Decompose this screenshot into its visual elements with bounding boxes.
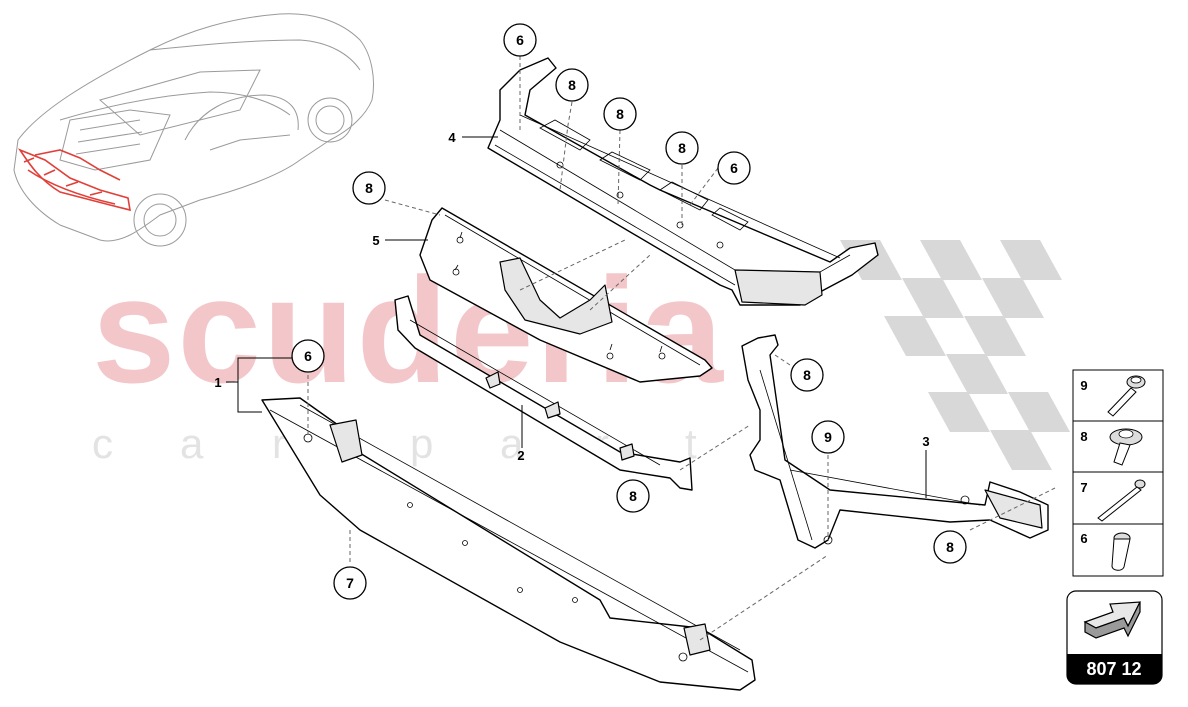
callout-number: 7 (346, 575, 354, 591)
crossbar-part (394, 295, 693, 491)
part-label-3[interactable]: 3 (922, 434, 929, 449)
legend-row[interactable]: 7 (1080, 479, 1146, 522)
watermark-letter: p (410, 420, 433, 467)
car-thumbnail (13, 13, 374, 247)
checker-square (982, 278, 1044, 318)
nav-bar (1067, 654, 1162, 684)
watermark-letter: c (92, 420, 113, 467)
callout-number: 8 (616, 106, 624, 122)
callout-6[interactable]: 6 (291, 339, 325, 373)
callout-9[interactable]: 9 (811, 420, 845, 454)
legend-row[interactable]: 8 (1080, 428, 1143, 466)
callout-8[interactable]: 8 (790, 358, 824, 392)
checker-square (964, 316, 1026, 356)
fastener-legend: 9 8 7 6 (1072, 369, 1164, 577)
part-label-1[interactable]: 1 (214, 375, 221, 390)
callout-8[interactable]: 8 (555, 68, 589, 102)
checker-square (1008, 392, 1070, 432)
legend-number: 6 (1080, 531, 1087, 546)
legend-number: 9 (1080, 378, 1087, 393)
part-labels: 4 5 1 2 3 (214, 130, 929, 463)
mounting-plate-part (419, 207, 713, 383)
callout-number: 8 (629, 488, 637, 504)
callout-number: 8 (568, 77, 576, 93)
watermark-letter: t (685, 420, 697, 467)
leader-lines (226, 136, 927, 498)
sleeve-icon (1111, 532, 1131, 571)
legend-number: 7 (1080, 480, 1087, 495)
page-code: 807 12 (1086, 659, 1141, 679)
callout-7[interactable]: 7 (333, 566, 367, 600)
checker-square (946, 354, 1008, 394)
checker-pattern (840, 240, 1070, 470)
callout-6[interactable]: 6 (717, 151, 751, 185)
callout-number: 8 (803, 367, 811, 383)
legend-row[interactable]: 6 (1080, 531, 1131, 571)
checker-square (884, 316, 946, 356)
callout-8[interactable]: 8 (603, 97, 637, 131)
callout-number: 6 (730, 160, 738, 176)
callout-number: 8 (365, 180, 373, 196)
checker-square (990, 430, 1052, 470)
part-label-4[interactable]: 4 (448, 130, 456, 145)
callout-number: 8 (946, 539, 954, 555)
checker-square (1000, 240, 1062, 280)
callout-number: 9 (824, 429, 832, 445)
checker-square (920, 240, 982, 280)
callout-8[interactable]: 8 (352, 171, 386, 205)
flange-screw-icon (1109, 428, 1143, 466)
part-label-2[interactable]: 2 (517, 448, 524, 463)
callout-number: 6 (304, 348, 312, 364)
callout-8[interactable]: 8 (933, 530, 967, 564)
legend-number: 8 (1080, 429, 1087, 444)
upper-carrier-part (487, 57, 879, 306)
callout-number: 6 (516, 32, 524, 48)
callouts: 6 8 8 8 6 8 6 8 (291, 23, 967, 600)
long-bolt-icon (1097, 479, 1146, 522)
legend-row[interactable]: 9 (1080, 375, 1146, 417)
bolt-washer-icon (1107, 375, 1146, 417)
next-page-button[interactable]: 807 12 (1066, 590, 1163, 685)
watermark-letter: a (500, 420, 524, 467)
next-arrow-icon (1083, 601, 1142, 639)
callout-6[interactable]: 6 (503, 23, 537, 57)
checker-square (902, 278, 964, 318)
guide-lines (307, 56, 1056, 641)
callout-8[interactable]: 8 (616, 479, 650, 513)
watermark-letter: a (180, 420, 204, 467)
part-label-5[interactable]: 5 (372, 233, 379, 248)
callout-number: 8 (678, 140, 686, 156)
side-bracket-part (741, 334, 1049, 549)
callout-8[interactable]: 8 (665, 131, 699, 165)
checker-square (928, 392, 990, 432)
bumper-beam-part (261, 397, 756, 691)
